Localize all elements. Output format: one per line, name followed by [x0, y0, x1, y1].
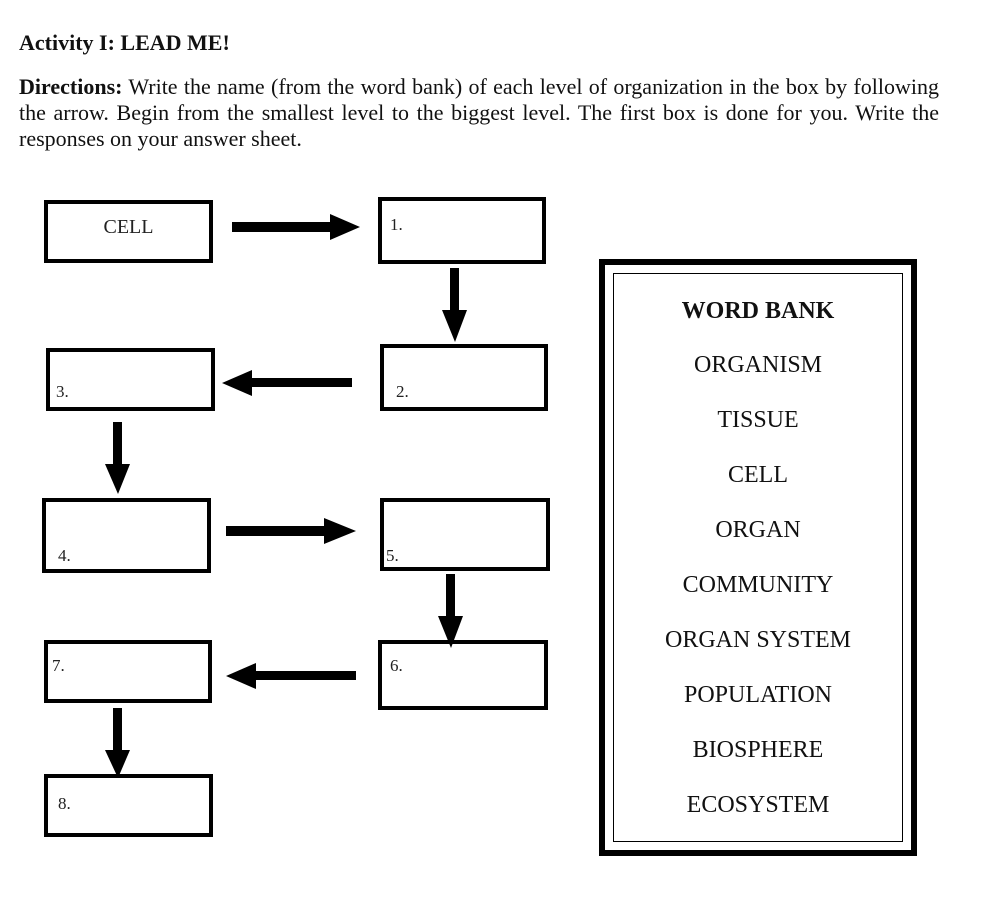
answer-box-2[interactable]: 2.	[380, 344, 548, 411]
directions-text: Directions: Write the name (from the wor…	[19, 74, 939, 152]
word-bank-item: CELL	[728, 462, 788, 488]
answer-box-5[interactable]: 5.	[380, 498, 550, 571]
activity-title: Activity I: LEAD ME!	[19, 30, 230, 55]
arrow-right-icon	[232, 214, 360, 240]
word-bank-item: ORGAN	[715, 517, 801, 543]
arrow-down-icon	[442, 268, 467, 342]
answer-box-8[interactable]: 8.	[44, 774, 213, 837]
box-number: 2.	[396, 382, 409, 401]
given-box-cell: CELL	[44, 200, 213, 263]
answer-box-3[interactable]: 3.	[46, 348, 215, 411]
given-box-label: CELL	[103, 216, 154, 238]
word-bank-title: WORD BANK	[681, 298, 835, 324]
directions-body: Write the name (from the word bank) of e…	[19, 74, 939, 151]
answer-box-6[interactable]: 6.	[378, 640, 548, 710]
word-bank-item: ORGANISM	[693, 352, 822, 378]
answer-box-4[interactable]: 4.	[42, 498, 211, 573]
word-bank-item: POPULATION	[683, 682, 832, 708]
arrow-down-icon	[438, 574, 463, 648]
word-bank-item: BIOSPHERE	[692, 737, 824, 763]
answer-box-1[interactable]: 1.	[378, 197, 546, 264]
arrow-down-icon	[105, 708, 130, 778]
word-bank-item: ORGAN SYSTEM	[664, 627, 852, 653]
box-number: 3.	[56, 382, 69, 401]
word-bank-item: TISSUE	[717, 407, 799, 433]
arrow-left-icon	[222, 370, 352, 396]
arrow-right-icon	[226, 518, 356, 544]
word-bank-item: ECOSYSTEM	[686, 792, 830, 818]
word-bank: WORD BANK ORGANISM TISSUE CELL ORGAN COM…	[599, 259, 917, 856]
box-number: 4.	[58, 546, 71, 565]
directions-label: Directions:	[19, 74, 123, 99]
box-number: 7.	[52, 656, 65, 675]
arrow-left-icon	[226, 663, 356, 689]
word-bank-inner-border: WORD BANK ORGANISM TISSUE CELL ORGAN COM…	[613, 273, 903, 842]
word-bank-item: COMMUNITY	[682, 572, 834, 598]
arrow-down-icon	[105, 422, 130, 494]
answer-box-7[interactable]: 7.	[44, 640, 212, 703]
box-number: 6.	[390, 656, 403, 675]
box-number: 1.	[390, 215, 403, 234]
box-number: 5.	[386, 546, 399, 565]
box-number: 8.	[58, 794, 71, 813]
